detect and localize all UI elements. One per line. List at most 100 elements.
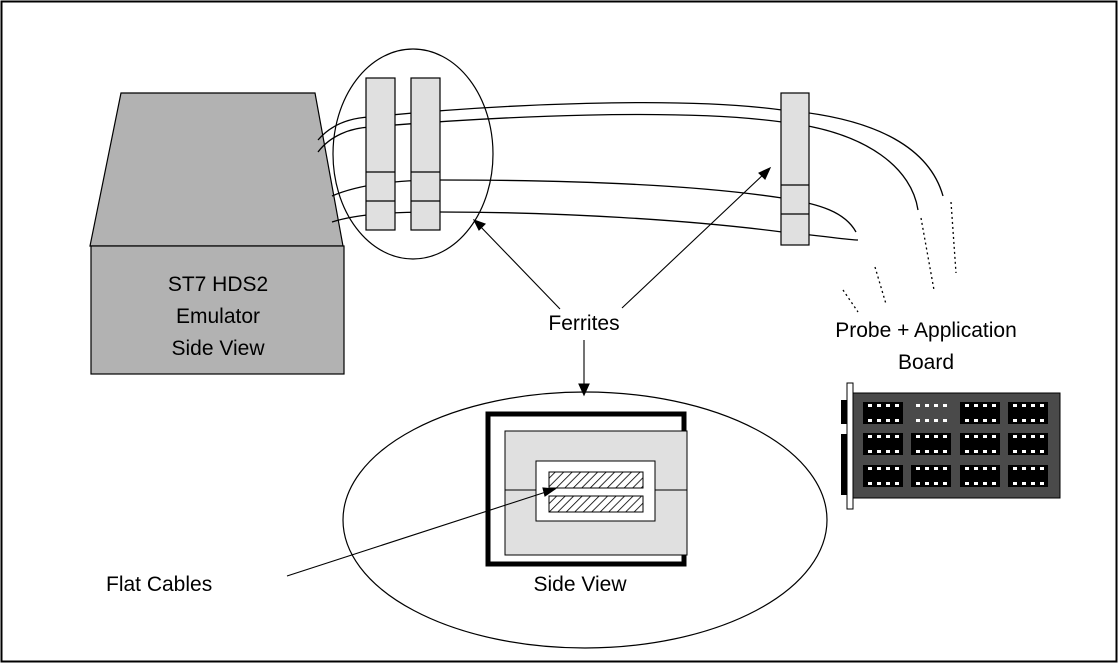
chip-pin	[943, 435, 947, 438]
chip-pin	[1031, 482, 1035, 485]
board-chip	[960, 465, 1000, 487]
chip-pin	[934, 419, 938, 422]
chip-pin	[1031, 419, 1035, 422]
chip-pin	[868, 404, 872, 407]
emulator-label-line-3: Side View	[171, 337, 265, 360]
chip-pin	[1013, 404, 1017, 407]
chip-pin	[943, 467, 947, 470]
chip-pin	[925, 435, 929, 438]
chip-pin	[974, 450, 978, 453]
board-chip	[911, 465, 951, 487]
chip-pin	[895, 450, 899, 453]
chip-pin	[965, 419, 969, 422]
chip-pin	[886, 467, 890, 470]
board-chip	[911, 433, 951, 455]
chip-pin	[934, 467, 938, 470]
ferrites-pointer-arrows	[472, 166, 772, 397]
chip-pin	[983, 467, 987, 470]
chip-pin	[868, 482, 872, 485]
chip-pin	[1013, 467, 1017, 470]
chip-pin	[895, 482, 899, 485]
chip-pin	[925, 450, 929, 453]
chip-pin	[934, 404, 938, 407]
chip-pin	[868, 435, 872, 438]
chip-pin	[943, 404, 947, 407]
chip-pin	[925, 419, 929, 422]
chip-pin	[934, 435, 938, 438]
chip-pin	[1040, 467, 1044, 470]
chip-pin	[965, 482, 969, 485]
chip-pin	[983, 419, 987, 422]
chip-pin	[992, 404, 996, 407]
chip-pin	[934, 450, 938, 453]
chip-pin	[1040, 404, 1044, 407]
application-board[interactable]	[841, 382, 1061, 510]
chip-pin	[916, 404, 920, 407]
chip-pin	[916, 419, 920, 422]
chip-pin	[886, 450, 890, 453]
chip-pin	[974, 404, 978, 407]
chip-pin	[965, 404, 969, 407]
chip-pin	[1013, 419, 1017, 422]
chip-pin	[1022, 404, 1026, 407]
ferrite-right	[780, 92, 810, 246]
chip-pin	[895, 419, 899, 422]
chip-pin	[943, 419, 947, 422]
chip-pin	[974, 482, 978, 485]
chip-pin	[983, 450, 987, 453]
chip-pin	[1013, 435, 1017, 438]
chip-pin	[877, 419, 881, 422]
chip-pin	[877, 482, 881, 485]
chip-pin	[925, 482, 929, 485]
flat-cable-cross-section-1	[548, 471, 644, 489]
chip-pin	[992, 419, 996, 422]
chip-pin	[1031, 435, 1035, 438]
chip-pin	[868, 450, 872, 453]
probe-label-line-1: Probe + Application	[835, 319, 1017, 342]
chip-pin	[895, 467, 899, 470]
board-chip	[863, 402, 903, 424]
chip-pin	[992, 467, 996, 470]
chip-pin	[1022, 450, 1026, 453]
board-chip	[1008, 465, 1048, 487]
chip-pin	[965, 435, 969, 438]
chip-pin	[974, 419, 978, 422]
board-chip	[1008, 402, 1048, 424]
chip-pin	[983, 435, 987, 438]
probe-label-line-2: Board	[898, 351, 954, 374]
board-chip	[863, 433, 903, 455]
chip-pin	[1013, 482, 1017, 485]
chip-pin	[934, 482, 938, 485]
chip-pin	[1022, 419, 1026, 422]
chip-pin	[1022, 482, 1026, 485]
chip-pin	[877, 467, 881, 470]
chip-pin	[925, 467, 929, 470]
chip-pin	[895, 435, 899, 438]
side-view-label: Side View	[533, 573, 627, 596]
chip-pin	[916, 482, 920, 485]
chip-pin	[992, 450, 996, 453]
chip-pin	[886, 435, 890, 438]
chip-pin	[943, 482, 947, 485]
side-view-ellipse	[342, 391, 828, 649]
chip-pin	[965, 467, 969, 470]
chip-pin	[1031, 450, 1035, 453]
ferrite-side-view	[485, 411, 688, 567]
chip-pin	[895, 404, 899, 407]
emulator-label-line-1: ST7 HDS2	[168, 273, 268, 296]
emulator-body	[89, 92, 345, 375]
emulator-label-line-2: Emulator	[176, 305, 260, 328]
chip-pin	[916, 450, 920, 453]
chip-pin	[1040, 419, 1044, 422]
ferrite-left-1	[365, 77, 396, 231]
chip-pin	[916, 435, 920, 438]
chip-pin	[1040, 450, 1044, 453]
chip-pin	[868, 419, 872, 422]
chip-pin	[943, 450, 947, 453]
flat-cables-label: Flat Cables	[106, 573, 212, 596]
ferrite-left-2	[410, 77, 441, 231]
board-chip	[911, 402, 951, 424]
chip-pin	[916, 467, 920, 470]
